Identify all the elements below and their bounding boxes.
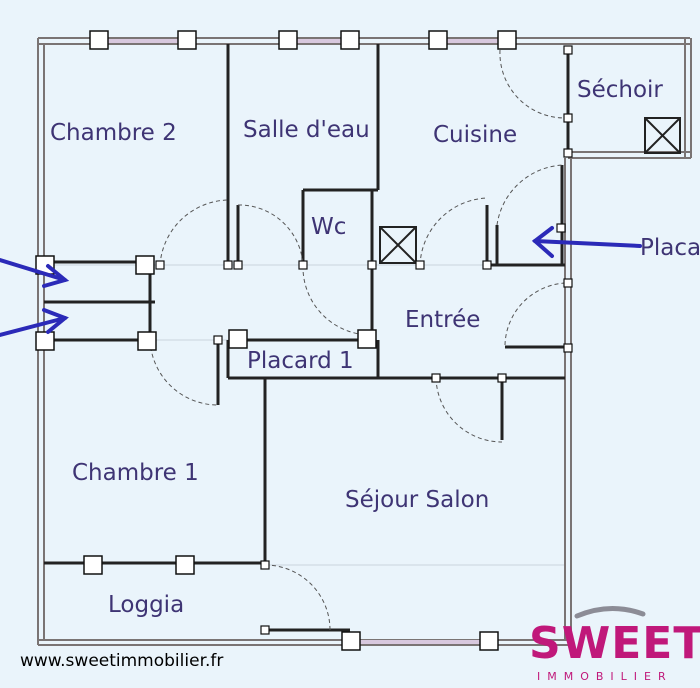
entrance-arrows bbox=[0, 258, 70, 337]
label-sechoir: Séchoir bbox=[577, 77, 663, 103]
label-wc: Wc bbox=[311, 214, 346, 240]
label-placard-edge: Placa bbox=[640, 235, 700, 261]
logo-brand: SWEET bbox=[529, 618, 700, 669]
sweet-immobilier-logo: SWEET IMMOBILIER bbox=[525, 600, 700, 688]
label-chambre-2: Chambre 2 bbox=[50, 120, 177, 146]
sechoir-unit bbox=[644, 117, 681, 154]
door-swings bbox=[149, 49, 566, 631]
logo-subtitle: IMMOBILIER bbox=[537, 670, 673, 683]
label-chambre-1: Chambre 1 bbox=[72, 460, 199, 486]
label-entree: Entrée bbox=[405, 307, 480, 333]
label-salle-d-eau: Salle d'eau bbox=[243, 117, 370, 143]
duct-unit bbox=[379, 226, 417, 264]
joint-points bbox=[155, 45, 573, 635]
website-url: www.sweetimmobilier.fr bbox=[20, 651, 224, 671]
label-placard-1: Placard 1 bbox=[247, 348, 354, 374]
label-loggia: Loggia bbox=[108, 592, 184, 618]
label-sejour-salon: Séjour Salon bbox=[345, 487, 489, 513]
placard-arrow bbox=[531, 226, 642, 258]
construction-lines bbox=[45, 264, 565, 566]
top-windows bbox=[100, 39, 507, 644]
logo-roof-icon bbox=[574, 605, 646, 619]
label-cuisine: Cuisine bbox=[433, 122, 517, 148]
wall-markers bbox=[35, 30, 517, 651]
